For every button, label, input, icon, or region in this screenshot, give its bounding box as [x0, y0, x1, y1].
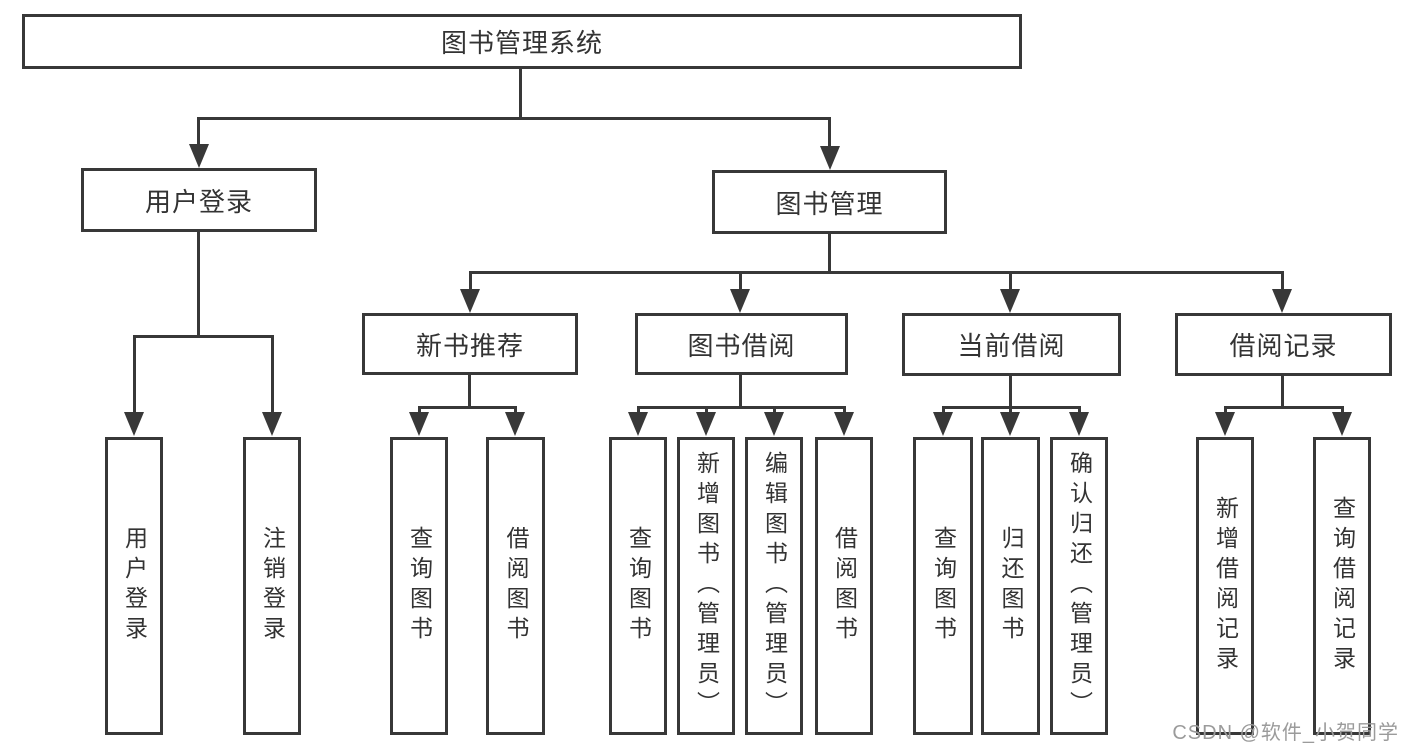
node-book-management-branch: 图书管理 [712, 170, 947, 234]
connector-vline [637, 406, 640, 414]
connector-vline [133, 335, 136, 413]
node-label: 确认归还（管理员） [1066, 451, 1093, 721]
node-label: 注销登录 [259, 526, 286, 646]
arrowhead-icon [409, 412, 429, 436]
node-label: 借阅记录 [1229, 331, 1338, 361]
connector-vline [828, 234, 831, 271]
node-label: 借阅图书 [831, 526, 858, 646]
connector-hline [1224, 406, 1344, 409]
connector-vline [1281, 271, 1284, 289]
connector-vline [1341, 406, 1344, 414]
connector-vline [469, 271, 472, 289]
node-label: 新增借阅记录 [1212, 496, 1239, 676]
connector-vline [519, 69, 522, 117]
node-label: 编辑图书（管理员） [761, 451, 788, 721]
csdn-watermark: CSDN @软件_小贺同学 [1172, 722, 1399, 744]
arrowhead-icon [1215, 412, 1235, 436]
arrowhead-icon [1272, 289, 1292, 313]
connector-hline [133, 335, 274, 338]
node-label: 查询借阅记录 [1329, 496, 1356, 676]
connector-vline [773, 406, 776, 414]
leaf-query-books-borrow: 查询图书 [609, 437, 667, 735]
node-label: 图书管理 [775, 188, 884, 219]
connector-vline [942, 406, 945, 414]
leaf-confirm-return-admin: 确认归还（管理员） [1050, 437, 1108, 735]
connector-hline [469, 271, 1284, 274]
leaf-query-borrow-record: 查询借阅记录 [1313, 437, 1371, 735]
arrowhead-icon [696, 412, 716, 436]
connector-vline [514, 406, 517, 414]
connector-vline [1281, 376, 1284, 406]
node-label: 图书借阅 [687, 330, 796, 361]
arrowhead-icon [834, 412, 854, 436]
connector-hline [197, 117, 831, 120]
node-library-management-system: 图书管理系统 [22, 14, 1022, 69]
node-label: 当前借阅 [957, 331, 1066, 361]
arrowhead-icon [1069, 412, 1089, 436]
arrowhead-icon [1000, 412, 1020, 436]
connector-vline [739, 271, 742, 289]
node-label: 查询图书 [930, 526, 957, 646]
node-user-login-branch: 用户登录 [81, 168, 317, 232]
node-label: 归还图书 [998, 526, 1024, 646]
node-book-borrow: 图书借阅 [635, 313, 848, 375]
arrowhead-icon [262, 412, 282, 436]
connector-vline [1009, 271, 1012, 289]
connector-vline [739, 375, 742, 406]
arrowhead-icon [505, 412, 525, 436]
arrowhead-icon [730, 289, 750, 313]
connector-vline [1078, 406, 1081, 414]
node-label: 借阅图书 [503, 526, 529, 646]
connector-vline [828, 117, 831, 147]
connector-vline [197, 232, 200, 335]
node-label: 用户登录 [121, 526, 148, 646]
connector-vline [1224, 406, 1227, 414]
arrowhead-icon [1332, 412, 1352, 436]
leaf-return-books: 归还图书 [981, 437, 1040, 735]
connector-vline [705, 406, 708, 414]
connector-hline [637, 406, 846, 409]
arrowhead-icon [820, 146, 840, 170]
arrowhead-icon [1000, 289, 1020, 313]
node-borrow-records: 借阅记录 [1175, 313, 1392, 376]
connector-vline [197, 117, 200, 147]
arrowhead-icon [460, 289, 480, 313]
leaf-add-books-admin: 新增图书（管理员） [677, 437, 735, 735]
connector-vline [271, 335, 274, 413]
connector-vline [1009, 406, 1012, 414]
node-current-borrow: 当前借阅 [902, 313, 1121, 376]
arrowhead-icon [124, 412, 144, 436]
connector-vline [843, 406, 846, 414]
leaf-query-books-recommend: 查询图书 [390, 437, 448, 735]
connector-vline [468, 375, 471, 406]
connector-hline [418, 406, 517, 409]
leaf-add-borrow-record: 新增借阅记录 [1196, 437, 1254, 735]
node-label: 图书管理系统 [440, 28, 603, 58]
node-label: 新增图书（管理员） [693, 451, 720, 721]
node-label: 新书推荐 [415, 330, 524, 361]
node-new-book-recommend: 新书推荐 [362, 313, 578, 375]
node-label: 查询图书 [625, 526, 652, 646]
node-label: 用户登录 [144, 186, 253, 217]
node-label: 查询图书 [406, 526, 433, 646]
leaf-borrow-books: 借阅图书 [815, 437, 873, 735]
arrowhead-icon [189, 144, 209, 168]
leaf-logout: 注销登录 [243, 437, 301, 735]
leaf-query-books-current: 查询图书 [913, 437, 973, 735]
leaf-user-login: 用户登录 [105, 437, 163, 735]
leaf-edit-books-admin: 编辑图书（管理员） [745, 437, 803, 735]
connector-vline [418, 406, 421, 414]
arrowhead-icon [764, 412, 784, 436]
arrowhead-icon [628, 412, 648, 436]
arrowhead-icon [933, 412, 953, 436]
connector-vline [1009, 376, 1012, 406]
leaf-borrow-books-recommend: 借阅图书 [486, 437, 545, 735]
